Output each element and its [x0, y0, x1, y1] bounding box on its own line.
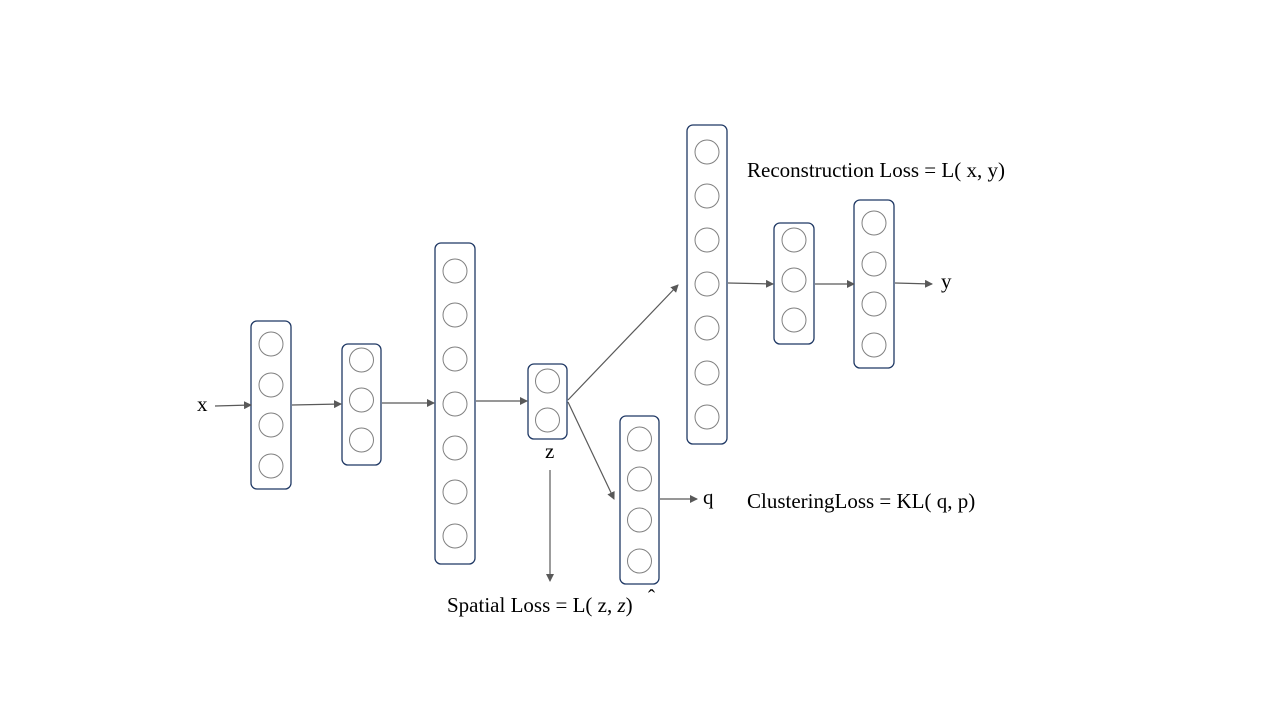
arrow-x-to-layer1 — [214, 401, 252, 410]
reconstruction-loss: Reconstruction Loss = L( x, y) — [747, 158, 1005, 182]
decoder-layer-3 — [853, 199, 895, 369]
neuron — [535, 368, 560, 394]
decoder-layer-2 — [773, 222, 815, 345]
neuron — [258, 412, 284, 438]
spatial-loss-prefix: Spatial Loss = L( z, — [447, 593, 617, 617]
neuron — [694, 404, 720, 430]
neuron — [861, 291, 887, 317]
layers-group — [250, 124, 895, 585]
neuron — [861, 210, 887, 236]
neuron — [694, 183, 720, 209]
spatial-loss: Spatial Loss = L( z, z) — [447, 593, 633, 617]
arrow-z-to-clustering — [567, 401, 615, 500]
layer-box — [619, 415, 660, 585]
neuron — [442, 523, 468, 549]
neuron — [349, 427, 374, 453]
neuron — [781, 267, 807, 293]
spatial-loss-suffix: ) — [626, 593, 633, 617]
neuron — [627, 507, 652, 533]
encoder-layer-1 — [250, 320, 292, 490]
clustering-loss: ClusteringLoss = KL( q, p) — [747, 489, 975, 513]
spatial-loss-zhat: z — [616, 593, 625, 617]
neuron — [442, 435, 468, 461]
neuron — [861, 332, 887, 358]
neuron — [442, 258, 468, 284]
neuron — [781, 227, 807, 253]
edges — [214, 279, 933, 582]
neuron — [349, 347, 374, 373]
neuron — [442, 302, 468, 328]
label-q: q — [703, 485, 714, 509]
arrow-layer1-to-layer2 — [291, 400, 342, 409]
neuron — [535, 407, 560, 433]
neuron — [258, 453, 284, 479]
label-z: z — [545, 439, 554, 463]
latent-layer-z — [527, 363, 568, 440]
neuron — [781, 307, 807, 333]
spatial-loss-hat: ˆ — [648, 585, 655, 609]
encoder-layer-2 — [341, 343, 382, 466]
neuron — [627, 466, 652, 492]
neuron — [627, 548, 652, 574]
neuron — [694, 360, 720, 386]
label-x: x — [197, 392, 208, 416]
neuron — [442, 479, 468, 505]
arrow-z-to-decoder — [567, 284, 679, 401]
neuron — [694, 271, 720, 297]
neuron — [694, 227, 720, 253]
neuron — [861, 251, 887, 277]
arrow-decoder1-to-decoder2 — [727, 279, 774, 288]
neuron — [258, 331, 284, 357]
encoder-layer-3 — [434, 242, 476, 565]
neuron — [349, 387, 374, 413]
neuron — [442, 346, 468, 372]
clustering-layer-q — [619, 415, 660, 585]
label-y: y — [941, 269, 952, 293]
neuron — [258, 372, 284, 398]
neuron — [694, 139, 720, 165]
neuron — [694, 315, 720, 341]
arrow-decoder3-to-y — [894, 279, 933, 288]
neuron — [442, 391, 468, 417]
neuron — [627, 426, 652, 452]
decoder-layer-1 — [686, 124, 728, 445]
